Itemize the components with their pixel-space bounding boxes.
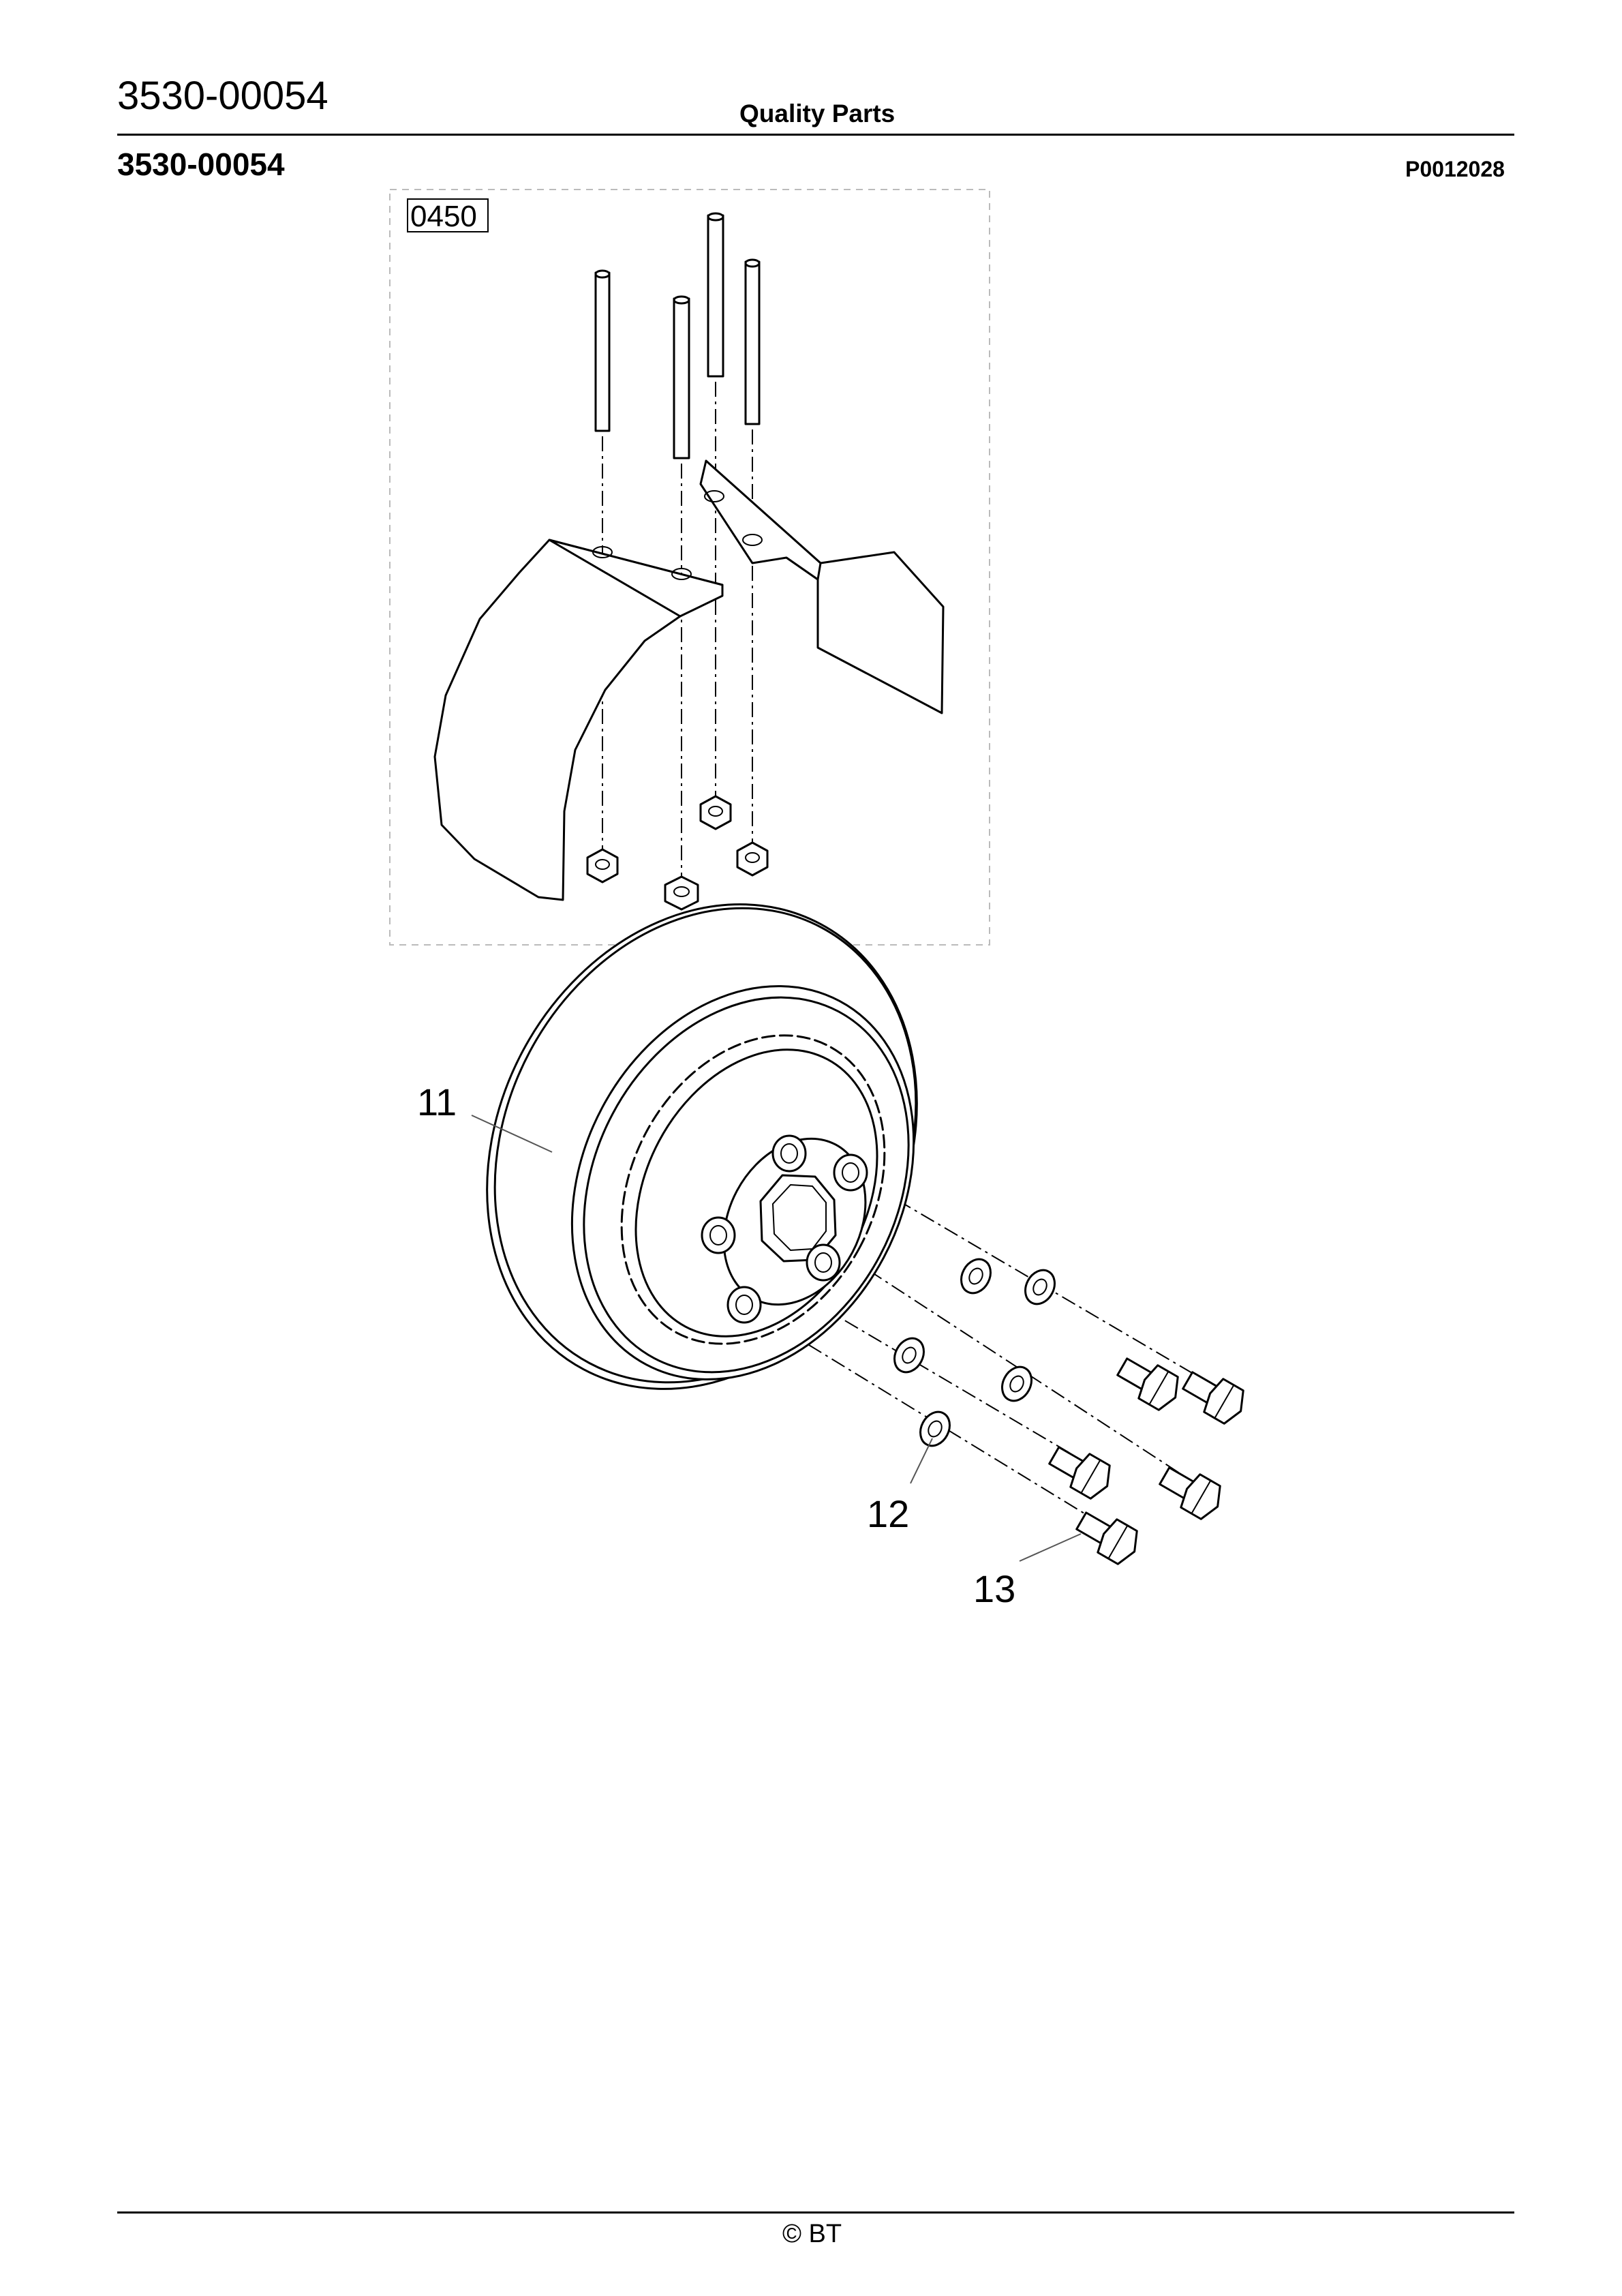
kit-label-box: [407, 198, 489, 232]
fender-right: [699, 459, 945, 714]
washer: [1024, 1269, 1056, 1305]
centerline: [850, 1172, 1221, 1390]
kit-label: 0450: [410, 200, 477, 233]
washer: [893, 1337, 925, 1374]
bolt: [1075, 1511, 1138, 1565]
callout-label-11: 11: [417, 1081, 457, 1123]
header-rule: [117, 134, 1514, 136]
stud: [707, 212, 724, 378]
nut: [699, 795, 732, 830]
callout-label-13: 13: [973, 1567, 1015, 1610]
washer: [1001, 1365, 1032, 1402]
bolt: [1048, 1446, 1111, 1500]
doc-number-bold: 3530-00054: [117, 147, 285, 182]
washer: [960, 1258, 992, 1295]
washer: [919, 1410, 951, 1447]
callout-label-12: 12: [867, 1492, 909, 1535]
nut: [586, 848, 619, 883]
doc-number-top: 3530-00054: [117, 74, 328, 118]
nut: [736, 841, 769, 877]
drawing-id: P0012028: [1405, 157, 1505, 181]
bolt: [1182, 1371, 1244, 1425]
stud: [594, 269, 611, 432]
bolt: [1159, 1466, 1221, 1520]
footer-copyright: © BT: [782, 2220, 842, 2248]
kit-boundary: [389, 189, 990, 946]
wheel-assembly: [486, 903, 1244, 1565]
centerline: [823, 1240, 1200, 1487]
kit-0450-group: 0450: [389, 189, 990, 946]
footer-rule: [117, 2211, 1514, 2214]
callout-12: 12: [867, 1438, 933, 1535]
wheel: [486, 903, 918, 1390]
callout-11: 11: [417, 1081, 553, 1153]
callout-13: 13: [973, 1533, 1082, 1610]
bolt: [1116, 1357, 1179, 1411]
header-title: Quality Parts: [739, 100, 896, 127]
stud: [744, 258, 761, 425]
nut: [664, 875, 699, 911]
stud: [673, 295, 690, 459]
fender-left: [433, 539, 724, 901]
